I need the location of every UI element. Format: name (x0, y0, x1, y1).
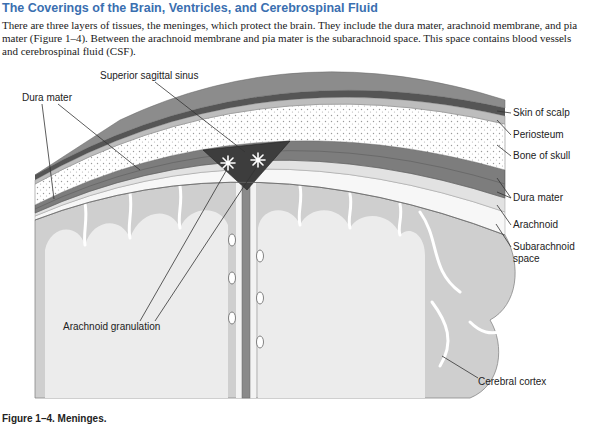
sulcus (420, 212, 460, 292)
blood-vessel (229, 312, 236, 324)
granulation-symbol (221, 156, 235, 170)
sulcus (85, 203, 86, 245)
sulcus (432, 302, 448, 366)
part-label: Cerebral cortex (478, 376, 546, 388)
blood-vessel (257, 250, 264, 262)
white-matter (45, 210, 228, 398)
leader-line (155, 82, 245, 152)
part-label: Skin of scalp (513, 107, 570, 119)
granulation-symbol (251, 153, 265, 167)
pia-mater (35, 182, 505, 235)
sulcus (470, 322, 506, 333)
leader-line (442, 356, 478, 378)
cerebral-cortex (35, 182, 515, 398)
longitudinal-fissure (236, 180, 256, 398)
scalp-layer (35, 90, 505, 180)
blood-vessel (229, 272, 236, 284)
leader-line (497, 192, 511, 198)
leader-line (140, 171, 226, 321)
part-label: Arachnoid granulation (63, 321, 160, 333)
arachnoid-granulations (221, 153, 265, 170)
blood-vessel (257, 336, 264, 348)
leader-line (58, 104, 140, 170)
part-label: Subarachnoid space (513, 241, 579, 265)
leader-line (497, 111, 511, 113)
leader-line (496, 224, 511, 247)
part-label: Bone of skull (513, 150, 570, 162)
sulcus (179, 186, 181, 228)
part-label: Dura mater (22, 92, 72, 104)
part-label: Periosteum (513, 129, 564, 141)
part-label: Arachnoid (513, 219, 558, 231)
sulcus (349, 194, 351, 228)
falx-cerebri (242, 186, 250, 398)
leader-line (155, 168, 256, 321)
white-matter (258, 210, 425, 398)
leader-line (42, 104, 54, 199)
leader-lines (42, 82, 511, 378)
sulcus (129, 193, 131, 238)
body-paragraph: There are three layers of tissues, the m… (2, 19, 588, 58)
blood-vessel (257, 292, 264, 304)
leader-line (497, 205, 511, 225)
leader-line (497, 120, 511, 135)
figure-caption: Figure 1–4. Meninges. (2, 413, 106, 425)
part-label: Dura mater (513, 192, 563, 204)
skull-bone (35, 104, 505, 205)
leader-line (497, 178, 511, 198)
sulcus (399, 204, 401, 235)
leader-line (497, 145, 511, 156)
blood-vessels (229, 234, 264, 348)
blood-vessel (229, 234, 236, 246)
part-label: Superior sagittal sinus (100, 70, 198, 82)
sulcus (299, 186, 301, 225)
section-heading: The Coverings of the Brain, Ventricles, … (2, 1, 378, 16)
